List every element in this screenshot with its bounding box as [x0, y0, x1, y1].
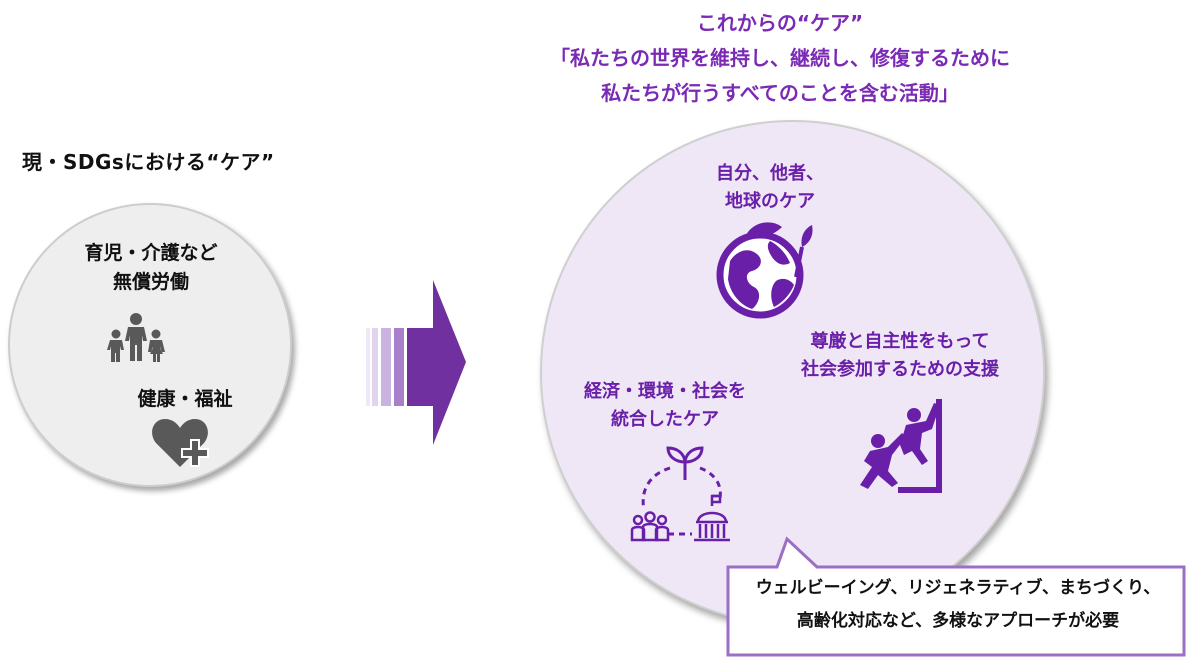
current-sdgs-care-title: 現・SDGsにおける“ケア” — [22, 150, 275, 174]
callout-text: ウェルビーイング、リジェネラティブ、まちづくり、 高齢化対応など、多様なアプロー… — [738, 572, 1178, 638]
dignity-autonomy-support-line2: 社会参加するための支援 — [801, 359, 999, 380]
future-care-title-line3: 私たちが行うすべてのことを含む活動」 — [601, 81, 959, 105]
unpaid-labor-label: 育児・介護など 無償労働 — [56, 239, 246, 297]
health-welfare-label: 健康・福祉 — [137, 388, 233, 410]
future-care-title-line2: 「私たちの世界を維持し、継続し、修復するために — [550, 46, 1010, 70]
integrated-care-line2: 統合したケア — [611, 409, 719, 430]
callout-line1: ウェルビーイング、リジェネラティブ、まちづくり、 — [755, 578, 1161, 598]
future-care-title: これからの“ケア” 「私たちの世界を維持し、継続し、修復するために 私たちが行う… — [520, 6, 1040, 111]
economy-environment-society-icon — [630, 446, 730, 542]
people-group-icon — [630, 511, 670, 542]
future-care-title-line1: これからの“ケア” — [696, 11, 864, 35]
callout-line2: 高齢化対応など、多様なアプローチが必要 — [796, 611, 1120, 631]
dignity-autonomy-support-line1: 尊厳と自主性をもって — [810, 331, 990, 352]
heart-health-icon — [152, 419, 209, 467]
climbing-help-icon — [860, 399, 942, 493]
unpaid-labor-line2: 無償労働 — [112, 271, 189, 293]
self-others-earth-care-line1: 自分、他者、 — [716, 163, 824, 184]
dignity-autonomy-support-label: 尊厳と自主性をもって 社会参加するための支援 — [770, 328, 1030, 384]
callout-box — [726, 536, 1186, 657]
plant-icon — [666, 446, 704, 480]
integrated-care-line1: 経済・環境・社会を — [584, 381, 746, 402]
future-care-circle — [540, 120, 1045, 625]
family-icon — [107, 313, 165, 362]
self-others-earth-care-label: 自分、他者、 地球のケア — [680, 160, 860, 216]
government-building-icon — [694, 494, 730, 542]
unpaid-labor-line1: 育児・介護など — [84, 242, 218, 264]
earth-leaf-icon — [716, 222, 813, 319]
self-others-earth-care-line2: 地球のケア — [725, 191, 815, 212]
integrated-care-label: 経済・環境・社会を 統合したケア — [560, 378, 770, 434]
transition-arrow-icon — [366, 280, 466, 445]
